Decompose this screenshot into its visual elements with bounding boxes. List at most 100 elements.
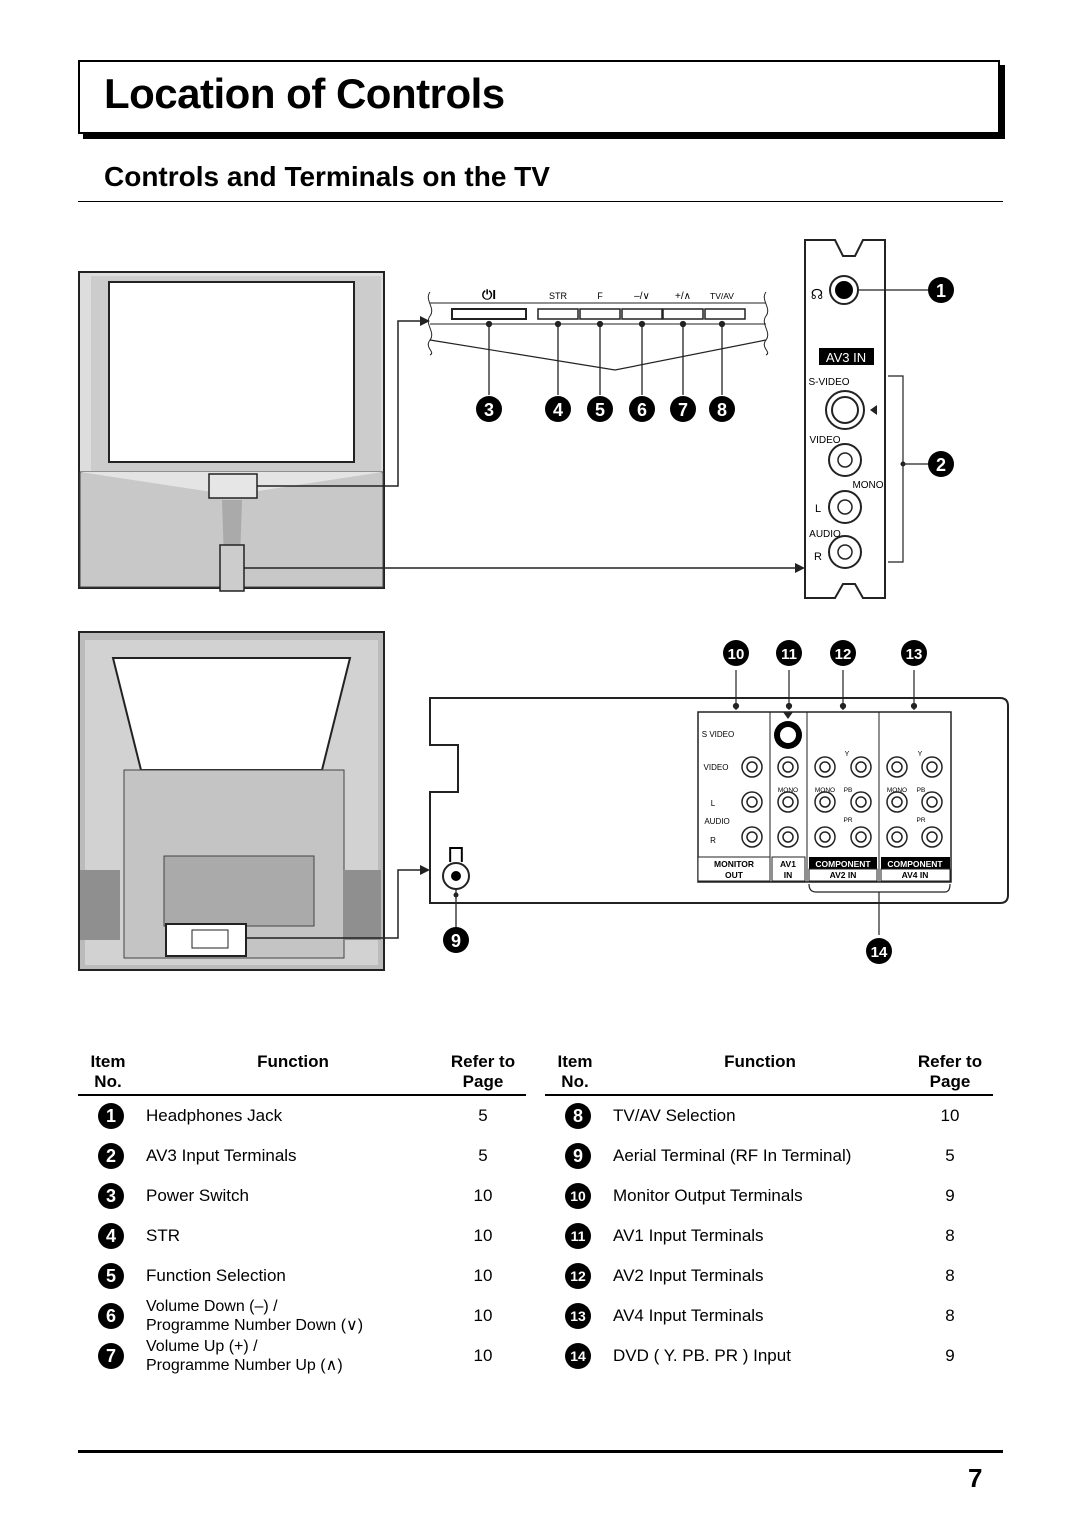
av3-heading: AV3 IN [826,350,866,365]
header-function: Function [724,1052,796,1071]
page-ref: 10 [473,1186,493,1205]
av1-in-label-2: IN [784,870,793,880]
headphone-icon: ☊ [811,286,823,302]
tv-rear-illustration [78,631,385,971]
item-number-badge: 10 [565,1183,591,1209]
page-title: Location of Controls [104,70,505,117]
av4-mono-label: MONO [887,787,907,794]
item-number-badge: 4 [98,1223,124,1249]
section-rule [78,201,1003,202]
item-number-badge: 3 [98,1183,124,1209]
rear-l-label: L [711,799,716,808]
vol-down-label: –/∨ [634,291,650,302]
item-number-badge: 14 [565,1343,591,1369]
section-title: Controls and Terminals on the TV [104,161,550,192]
item-number-badge: 2 [98,1143,124,1169]
table-row: 11 AV1 Input Terminals 8 [545,1216,993,1256]
av3-side-panel: ☊ AV3 IN S-VIDEO VIDEO MONO L AUDIO R [804,239,928,599]
svg-text:1: 1 [936,281,946,301]
callout-9: 9 [443,927,469,953]
svg-text:3: 3 [484,400,494,420]
page-ref: 9 [945,1186,955,1205]
function-text: Aerial Terminal (RF In Terminal) [613,1146,852,1165]
header-function: Function [257,1052,329,1071]
callout-11: 11 [776,640,802,666]
page-ref: 10 [473,1266,493,1285]
page-ref: 8 [945,1266,955,1285]
page-number: 7 [968,1463,983,1493]
f-label: F [597,291,603,301]
page-ref: 5 [945,1146,955,1165]
power-label: ⏻I [482,287,496,302]
item-number-badge: 5 [98,1263,124,1289]
av1-in-label-1: AV1 [780,859,796,869]
table-header: Item No. Function Refer to Page [545,1052,993,1096]
page-ref: 5 [478,1106,488,1125]
page-ref: 10 [473,1346,493,1365]
rear-video-label: VIDEO [704,763,729,772]
function-text: Power Switch [146,1186,249,1205]
av2-pr-label: PR [843,817,852,824]
svg-text:14: 14 [871,944,888,961]
svg-text:10: 10 [728,646,745,663]
rear-r-label: R [710,836,716,845]
str-label: STR [549,291,568,301]
function-text: Volume Down (–) /Programme Number Down (… [146,1297,436,1335]
av3-svideo-label: S-VIDEO [808,377,849,388]
svg-text:7: 7 [678,400,688,420]
rear-terminal-panel: ⊓ S VIDEO VIDEO L AUDIO R [429,670,1009,935]
header-refer-to: Refer to Page [917,1052,983,1091]
callout-3: 3 [476,396,502,422]
av2-component-label: COMPONENT [815,859,871,869]
av2-mono-label: MONO [815,787,835,794]
rear-audio-label: AUDIO [704,817,729,826]
function-text: Headphones Jack [146,1106,283,1125]
tv-front-illustration [78,271,385,592]
function-text: STR [146,1226,180,1245]
svg-text:8: 8 [717,400,727,420]
page-ref: 8 [945,1226,955,1245]
function-text: AV1 Input Terminals [613,1226,764,1245]
av1-mono-label: MONO [778,787,798,794]
item-number-badge: 8 [565,1103,591,1129]
av4-pr-label: PR [916,817,925,824]
item-number-badge: 11 [565,1223,591,1249]
function-text: Monitor Output Terminals [613,1186,803,1205]
function-line-1: Volume Down (–) / [146,1298,278,1315]
rear-svideo-label: S VIDEO [702,730,734,739]
av2-in-label: AV2 IN [830,870,857,880]
header-item-no: Item No. [90,1052,126,1091]
function-text: DVD ( Y. PB. PR ) Input [613,1346,791,1365]
function-text: AV3 Input Terminals [146,1146,297,1165]
aerial-icon: ⊓ [447,841,466,868]
item-number-badge: 12 [565,1263,591,1289]
page-ref: 10 [473,1306,493,1325]
table-header: Item No. Function Refer to Page [78,1052,526,1096]
front-control-panel: ⏻I STR F –/∨ +/∧ TV/AV [427,287,769,395]
av4-in-label: AV4 IN [902,870,929,880]
function-line-1: Volume Up (+) / [146,1338,258,1355]
table-row: 10 Monitor Output Terminals 9 [545,1176,993,1216]
page-ref: 10 [940,1106,960,1125]
av2-y-label: Y [845,751,850,758]
svg-text:4: 4 [553,400,563,420]
header-item-no: Item No. [557,1052,593,1091]
callout-6: 6 [629,396,655,422]
footer-rule [78,1450,1003,1453]
function-line-2: Programme Number Up (∧) [146,1357,343,1374]
av4-pb-label: PB [917,787,926,794]
function-text: Volume Up (+) / Programme Number Up (∧) [146,1337,436,1375]
svg-text:9: 9 [451,931,461,951]
callout-13: 13 [901,640,927,666]
svg-text:13: 13 [906,646,923,663]
item-number-badge: 13 [565,1303,591,1329]
